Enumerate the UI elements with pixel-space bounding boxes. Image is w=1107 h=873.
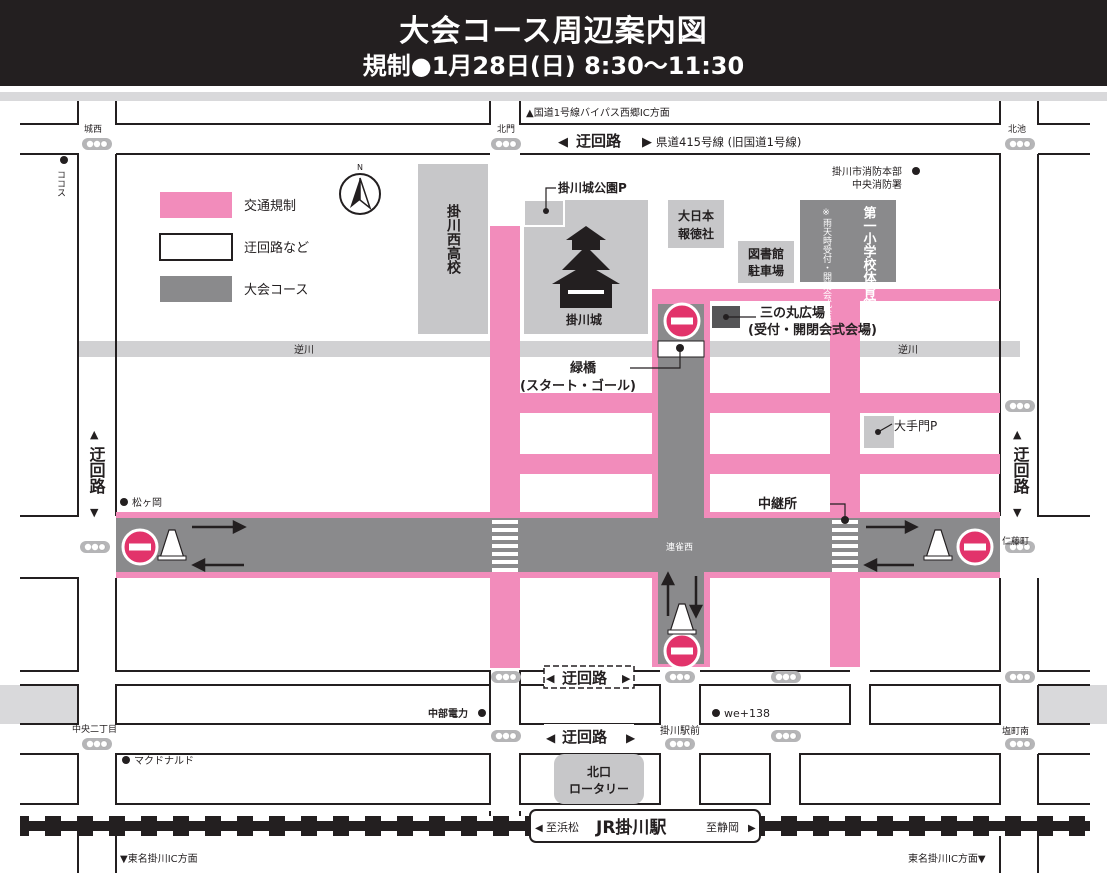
we138-label: we+138: [724, 707, 770, 720]
station-front-label: 掛川駅前: [660, 724, 700, 737]
hamamatsu-direction: 至浜松: [546, 820, 579, 834]
otemon-label: 大手門P: [894, 419, 937, 433]
shizuoka-arrow: ▶: [748, 823, 756, 834]
chuo2-label: 中央二丁目: [72, 723, 117, 735]
matsugaoka-label: 松ヶ岡: [132, 496, 162, 509]
sannomaru-label-2: (受付・開閉会式会場): [748, 322, 877, 338]
detour-bottom-arrow-right: ▶: [626, 731, 636, 745]
detour-vertical-left: 迂回路: [87, 446, 106, 495]
detour-label-top: 迂回路: [576, 132, 622, 150]
renjakunishi-label: 連雀西: [666, 541, 693, 553]
castle-icon: [552, 226, 620, 308]
mcdonalds-label: マクドナルド: [134, 755, 194, 767]
library-label-2: 駐車場: [748, 263, 784, 278]
river-label-left: 逆川: [294, 343, 314, 356]
highschool-building: [418, 164, 488, 334]
map-header: 大会コース周辺案内図 規制●1月28日(日) 8:30〜11:30: [0, 0, 1107, 86]
detour-label-mid: 迂回路: [562, 669, 608, 687]
dainippon-building: [668, 200, 724, 248]
kitaike-label: 北池: [1008, 123, 1026, 135]
north-rotary: [554, 754, 644, 804]
library-label: 図書館: [748, 246, 784, 261]
jr-station-label: JR掛川駅: [595, 817, 667, 838]
detour-mid-arrow-left: ◀: [546, 672, 555, 685]
rotary-label: 北口: [587, 764, 611, 779]
sannomaru-label: 三の丸広場: [760, 305, 825, 321]
castle-label: 掛川城: [566, 312, 602, 327]
detour-mid-arrow-right: ▶: [622, 672, 631, 685]
kitamon-label: 北門: [497, 124, 515, 135]
dainippon-label: 大日本: [678, 208, 714, 223]
cocos-label: ココス: [55, 170, 65, 197]
hamamatsu-arrow: ◀: [535, 823, 543, 834]
detour-label-bottom: 迂回路: [562, 728, 608, 746]
legend-traffic-label: 交通規制: [244, 198, 296, 214]
tomei-left-direction: ▼東名掛川IC方面: [120, 852, 198, 865]
detour-arrow-left: ◀: [558, 135, 568, 150]
start-goal-label: (スタート・ゴール): [520, 378, 636, 394]
detour-vertical-left-arrow: ▲: [90, 428, 99, 441]
dainippon-label-2: 報徳社: [678, 226, 714, 241]
firedept-label-2: 中央消防署: [852, 178, 902, 191]
chubu-label: 中部電力: [428, 707, 468, 720]
north-arrow-icon: N: [339, 163, 381, 215]
prefectural-route: 県道415号線 (旧国道1号線): [656, 135, 801, 149]
svg-text:N: N: [357, 163, 363, 172]
shiomachi-label: 塩町南: [1002, 725, 1029, 737]
legend-course-swatch: [160, 276, 232, 302]
relay-point-label: 中継所: [758, 496, 797, 512]
course-map: N: [0, 86, 1107, 873]
jr-station-box: [529, 809, 761, 843]
midoribashi-label: 緑橋: [570, 360, 597, 376]
legend-traffic-swatch: [160, 192, 232, 218]
library-parking: [738, 241, 794, 283]
jonishi-label: 城西: [84, 124, 102, 135]
gym-building: [800, 200, 896, 282]
detour-vertical-right: 迂回路: [1011, 446, 1030, 495]
detour-vertical-right-arrow-down: ▼: [1013, 506, 1022, 519]
firedept-label: 掛川市消防本部: [832, 165, 902, 178]
gym-note: ※雨天時受付・開閉会式会場: [821, 208, 832, 327]
nitoucho-label: 仁藤町: [1002, 535, 1029, 547]
shizuoka-direction: 至静岡: [706, 820, 739, 834]
river-label-right: 逆川: [898, 343, 918, 356]
gym-label: 第一小学校体育館: [861, 205, 877, 311]
regulation-schedule: 規制●1月28日(日) 8:30〜11:30: [362, 52, 745, 80]
map-title: 大会コース周辺案内図: [399, 14, 708, 49]
legend-detour-swatch: [159, 233, 233, 261]
detour-bottom-arrow-left: ◀: [546, 731, 556, 745]
legend-course-label: 大会コース: [244, 283, 308, 298]
legend-detour-label: 迂回路など: [244, 240, 309, 256]
highschool-label: 掛川西高校: [445, 203, 462, 275]
rotary-label-2: ロータリー: [569, 782, 629, 796]
castle-park-label: 掛川城公園P: [558, 180, 627, 195]
detour-vertical-left-arrow-down: ▼: [90, 506, 99, 519]
bypass-direction: ▲国道1号線バイパス西郷IC方面: [526, 106, 670, 119]
detour-arrow-right: ▶: [642, 135, 652, 150]
detour-vertical-right-arrow: ▲: [1013, 428, 1022, 441]
tomei-right-direction: 東名掛川IC方面▼: [908, 852, 986, 865]
